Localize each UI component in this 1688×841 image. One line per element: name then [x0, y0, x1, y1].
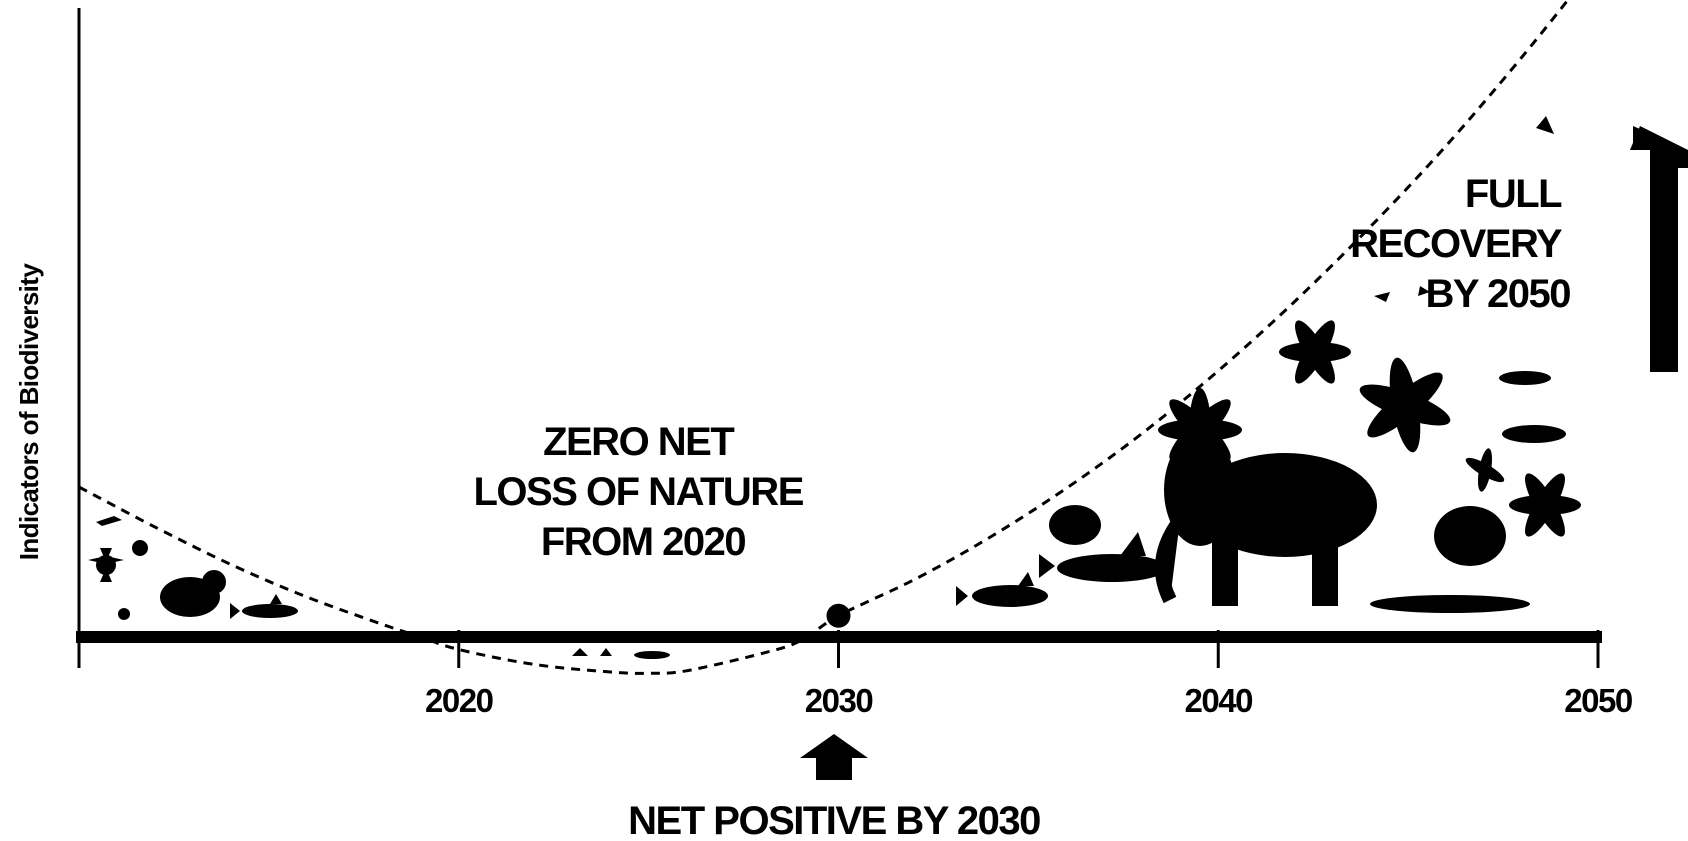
- plant-silhouettes-right: [1158, 320, 1581, 537]
- wildlife-silhouettes-dip: [572, 648, 670, 659]
- x-tick-label-2030: 2030: [805, 682, 873, 719]
- zero-net-loss-line-1: ZERO NET: [543, 420, 734, 464]
- x-ticks: 2020 2030 2040 2050: [425, 630, 1633, 719]
- net-positive-label: NET POSITIVE BY 2030: [628, 799, 1040, 841]
- wildlife-silhouettes-right: [956, 116, 1566, 613]
- x-tick-label-2050: 2050: [1564, 682, 1632, 719]
- milestone-2030-marker: [826, 603, 851, 628]
- wildlife-silhouettes-left: [88, 516, 298, 620]
- x-tick-label-2020: 2020: [425, 682, 493, 719]
- recovery-up-arrow-head-icon: [1630, 126, 1688, 150]
- x-tick-label-2040: 2040: [1185, 682, 1253, 719]
- recovery-up-arrow-icon: [1633, 126, 1688, 372]
- zero-net-loss-line-2: LOSS OF NATURE: [474, 470, 804, 514]
- y-axis-label: Indicators of Biodiversity: [14, 263, 44, 561]
- full-recovery-line-1: FULL: [1465, 172, 1562, 216]
- net-positive-arrow-icon: [800, 734, 868, 780]
- full-recovery-line-2: RECOVERY: [1350, 222, 1563, 266]
- biodiversity-trend-line: [78, 0, 1570, 675]
- full-recovery-label: FULL RECOVERY BY 2050: [1350, 172, 1570, 316]
- zero-net-loss-line-3: FROM 2020: [541, 520, 746, 564]
- full-recovery-line-3: BY 2050: [1426, 272, 1571, 316]
- zero-net-loss-label: ZERO NET LOSS OF NATURE FROM 2020: [474, 420, 813, 564]
